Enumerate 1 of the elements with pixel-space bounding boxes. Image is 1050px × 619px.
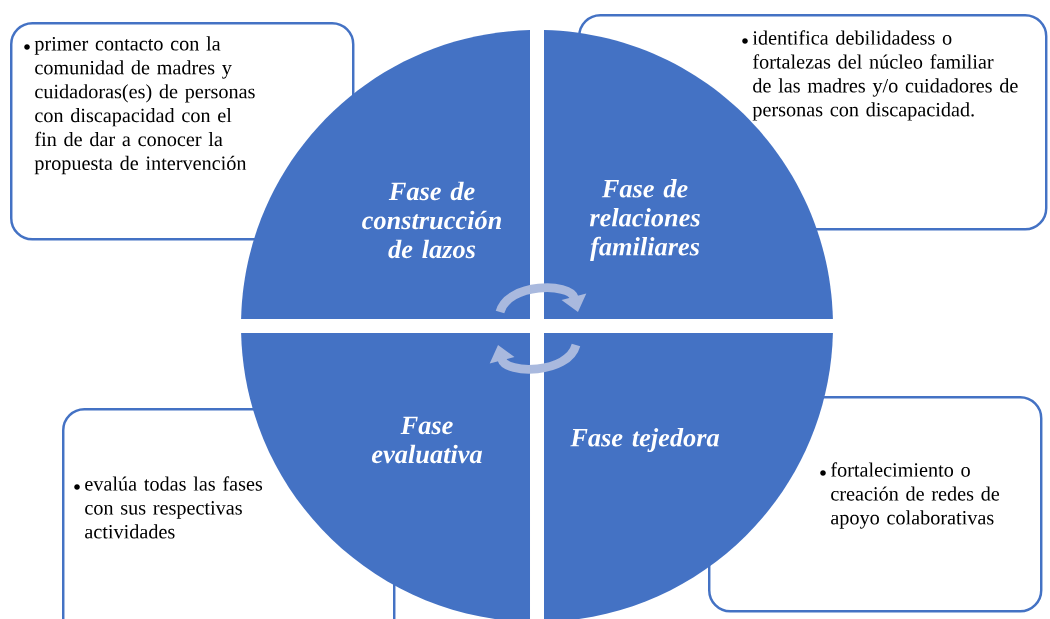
cycle-arrow	[489, 343, 580, 374]
